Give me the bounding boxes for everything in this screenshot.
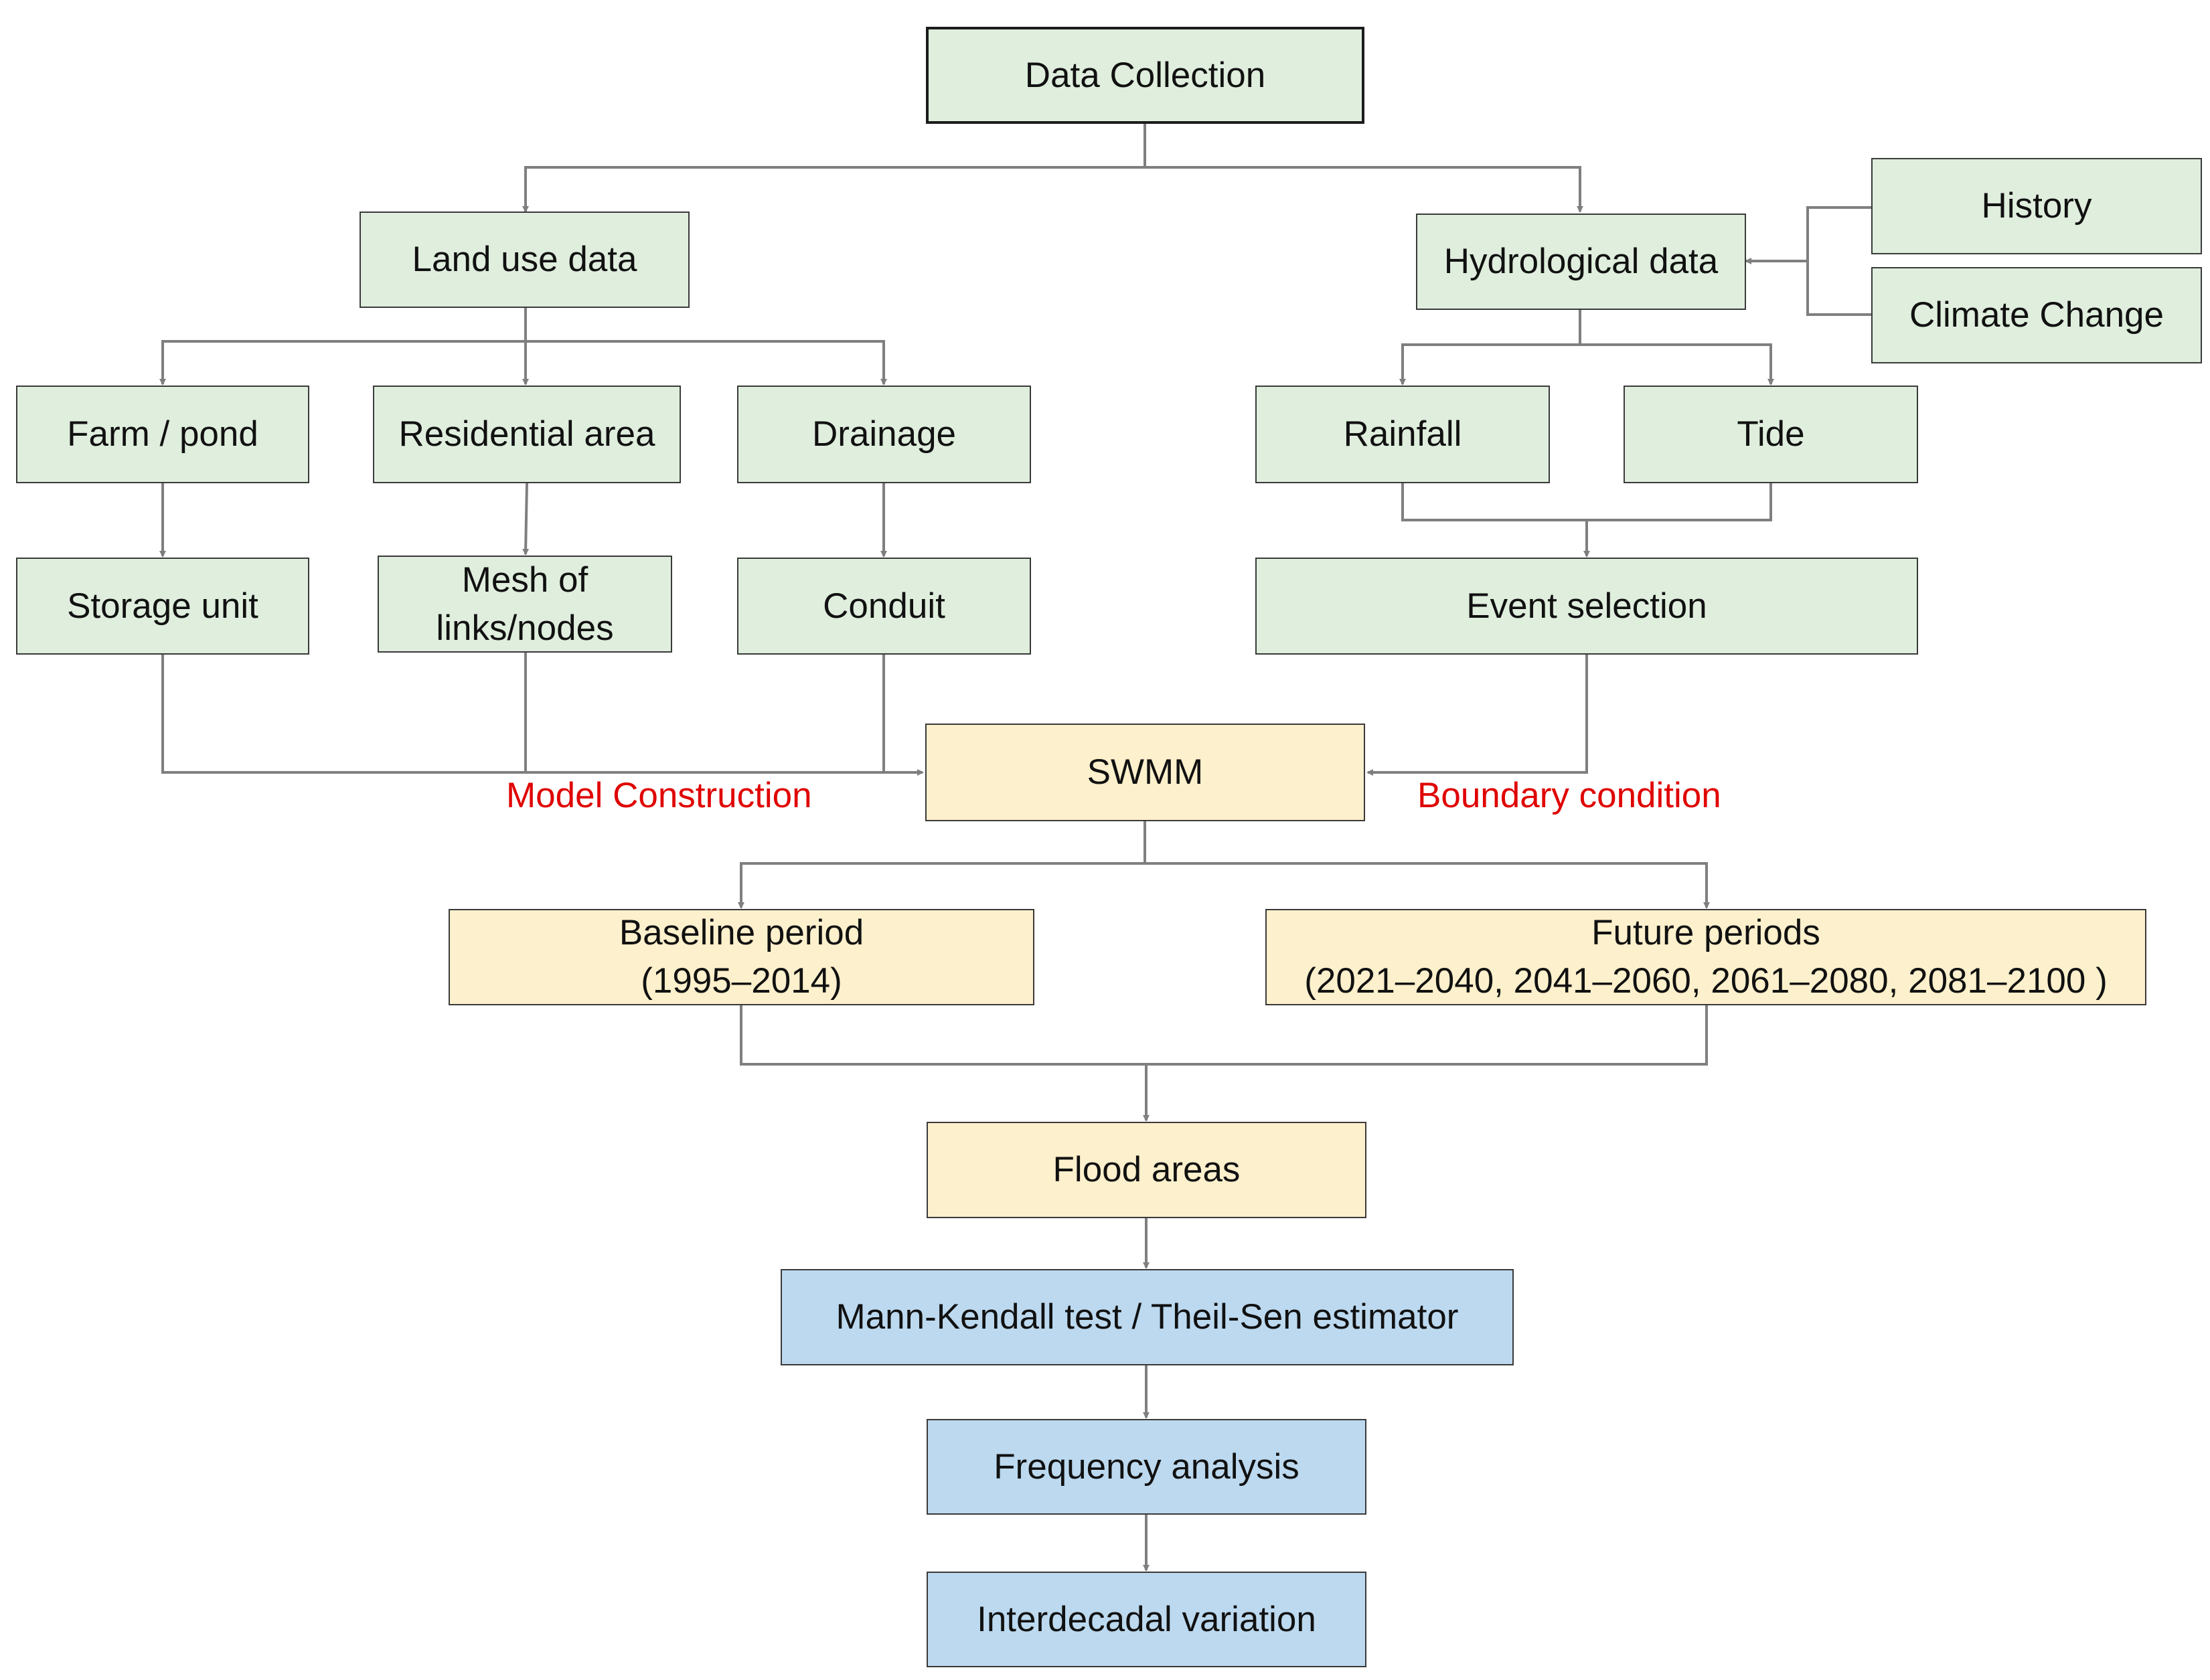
model-construction-label: Model Construction — [506, 776, 812, 815]
history-label: History — [1981, 186, 2092, 226]
mesh-box: Mesh of links/nodes — [378, 556, 672, 653]
mann-kendall-box: Mann-Kendall test / Theil-Sen estimator — [781, 1269, 1514, 1365]
connector-residential-to-mesh — [522, 483, 530, 556]
hydrological-data-box: Hydrological data — [1416, 214, 1746, 310]
interdecadal-variation-box: Interdecadal variation — [927, 1572, 1366, 1667]
boundary-condition-label: Boundary condition — [1417, 776, 1721, 815]
flood-areas-box: Flood areas — [927, 1122, 1366, 1218]
land-use-data-label: Land use data — [412, 240, 637, 279]
tide-label: Tide — [1737, 414, 1805, 454]
connector-datacollection-to-hydrological — [1145, 166, 1583, 213]
mesh-label-line1: Mesh of — [461, 560, 588, 600]
swmm-label: SWMM — [1087, 752, 1204, 792]
drainage-label: Drainage — [811, 414, 957, 454]
connector-hydrological-to-tide — [1580, 343, 1774, 386]
residential-area-box: Residential area — [373, 386, 681, 483]
future-periods-box: Future periods (2021–2040, 2041–2060, 20… — [1265, 909, 2146, 1005]
land-use-data-box: Land use data — [360, 212, 690, 308]
data-collection-box: Data Collection — [926, 27, 1364, 124]
climate-change-label: Climate Change — [1909, 295, 2164, 335]
conduit-box: Conduit — [737, 558, 1031, 655]
connector-event-to-swmm — [1366, 655, 1588, 776]
connector-history-to-hydrological — [1806, 206, 1871, 316]
connector-datacollection-to-landuse — [522, 124, 1146, 213]
connector-swmm-to-future — [1145, 862, 1710, 909]
connector-periods-merge — [740, 1005, 1708, 1066]
mann-kendall-label: Mann-Kendall test / Theil-Sen estimator — [836, 1297, 1459, 1337]
farm-pond-label: Farm / pond — [67, 414, 258, 454]
connector-swmm-to-baseline — [738, 821, 1146, 909]
data-collection-label: Data Collection — [1024, 55, 1266, 95]
future-periods-line2: (2021–2040, 2041–2060, 2061–2080, 2081–2… — [1304, 961, 2108, 1001]
connector-landuse-to-drainage — [526, 340, 887, 386]
connector-landuse-split — [159, 308, 527, 386]
farm-pond-box: Farm / pond — [16, 386, 309, 483]
drainage-box: Drainage — [737, 386, 1031, 483]
frequency-analysis-label: Frequency analysis — [994, 1446, 1299, 1487]
tide-box: Tide — [1624, 386, 1918, 483]
history-box: History — [1871, 158, 2202, 254]
connector-storage-to-swmm — [161, 655, 924, 776]
baseline-period-line1: Baseline period — [619, 913, 864, 952]
swmm-box: SWMM — [925, 724, 1365, 821]
storage-unit-label: Storage unit — [67, 586, 258, 626]
baseline-period-line2: (1995–2014) — [641, 961, 842, 1001]
baseline-period-box: Baseline period (1995–2014) — [449, 909, 1034, 1005]
connector-rainfall-tide-merge — [1401, 483, 1772, 521]
rainfall-box: Rainfall — [1255, 386, 1550, 483]
mesh-label-line2: links/nodes — [436, 608, 614, 648]
hydrological-data-label: Hydrological data — [1443, 242, 1719, 281]
connector-hydrological-split — [1399, 310, 1581, 386]
frequency-analysis-box: Frequency analysis — [927, 1419, 1366, 1515]
interdecadal-variation-label: Interdecadal variation — [977, 1599, 1316, 1639]
flood-areas-label: Flood areas — [1052, 1150, 1241, 1189]
conduit-label: Conduit — [823, 586, 945, 626]
future-periods-line1: Future periods — [1591, 913, 1820, 952]
climate-change-box: Climate Change — [1871, 267, 2202, 363]
rainfall-label: Rainfall — [1343, 414, 1462, 454]
residential-area-label: Residential area — [398, 414, 655, 454]
event-selection-box: Event selection — [1255, 558, 1918, 655]
storage-unit-box: Storage unit — [16, 558, 309, 655]
event-selection-label: Event selection — [1466, 586, 1707, 626]
